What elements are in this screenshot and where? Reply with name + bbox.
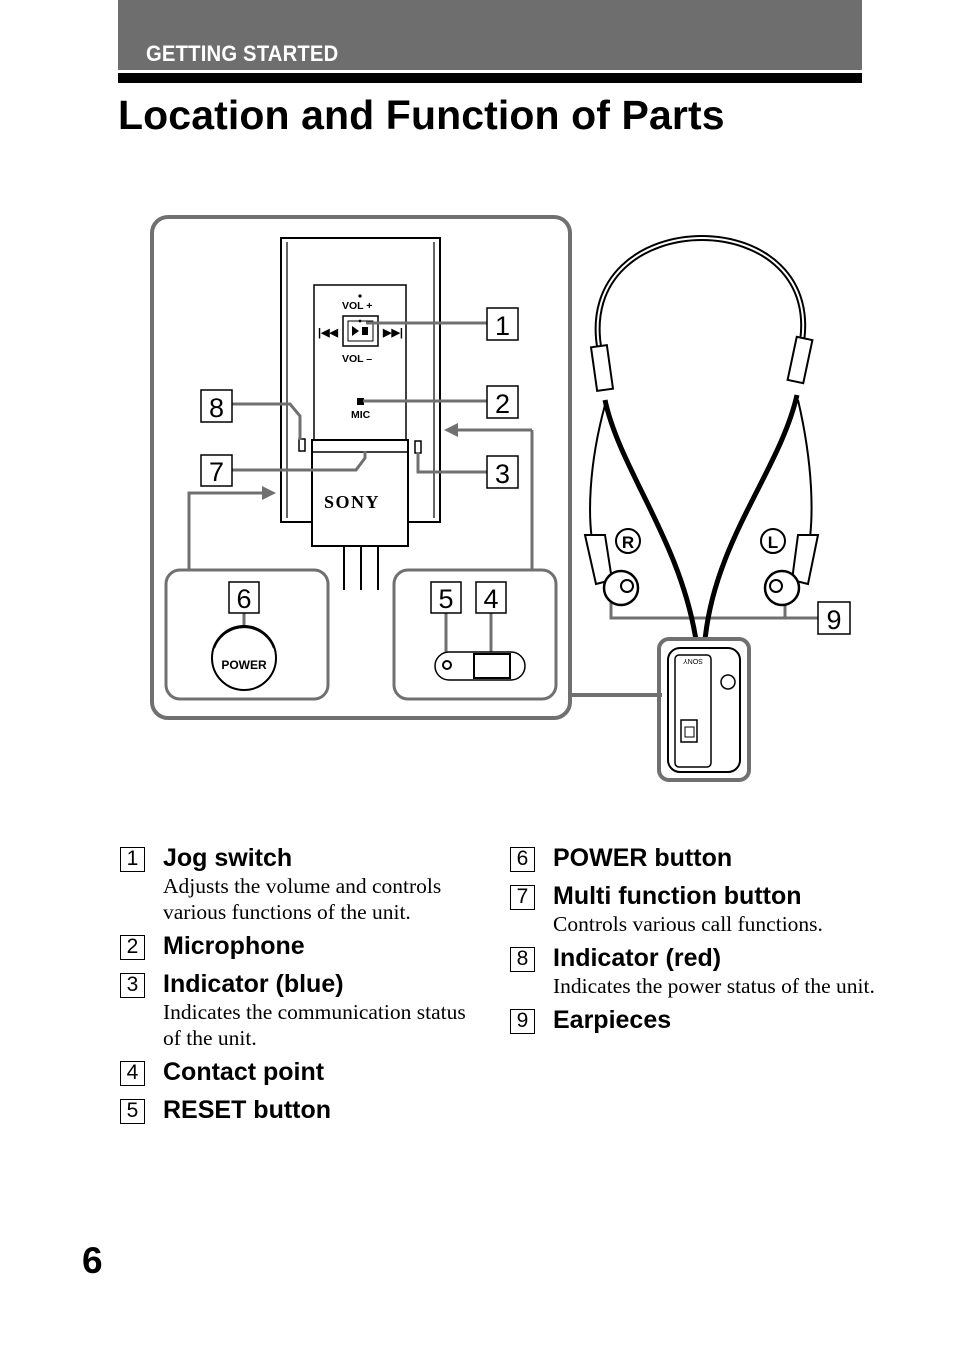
part-name: Indicator (blue) (163, 970, 344, 998)
parts-diagram: VOL + VOL – |◀◀ ▶▶| MIC SONY POWER (150, 215, 851, 782)
reset-hole (442, 660, 452, 670)
part-number: 3 (120, 973, 145, 998)
part-description: Adjusts the volume and controls various … (163, 874, 442, 924)
clip-detail-panel (657, 637, 751, 782)
vol-minus-label: VOL – (342, 353, 372, 365)
callout-5: 5 (430, 581, 462, 614)
part-item-microphone: 2 Microphone (120, 930, 470, 963)
svg-text:7: 7 (209, 457, 224, 487)
part-description: Indicates the communication status of th… (163, 1000, 466, 1050)
header-rule (118, 73, 862, 83)
part-item-reset-button: 5 RESET button (120, 1094, 470, 1127)
left-ear-label: L (768, 533, 778, 552)
part-name: Contact point (163, 1058, 325, 1086)
next-track-icon: ▶▶| (382, 327, 403, 339)
callout-8: 8 (200, 389, 233, 423)
right-ear-marker (615, 528, 641, 554)
sony-logo: SONY (324, 492, 380, 512)
callout-9: 9 (817, 601, 851, 635)
part-name: Jog switch (163, 844, 293, 872)
part-number: 7 (510, 885, 535, 910)
part-number: 4 (120, 1061, 145, 1086)
mic-label: MIC (351, 409, 371, 421)
microphone-hole (357, 398, 364, 405)
part-name: Earpieces (553, 1006, 672, 1034)
left-earpiece (763, 534, 820, 607)
part-number: 5 (120, 1099, 145, 1124)
part-item-indicator-blue: 3 Indicator (blue) Indicates the communi… (120, 968, 470, 1051)
part-name: Multi function button (553, 882, 802, 910)
device-detail-panel (150, 215, 572, 720)
contact-point (473, 653, 511, 679)
part-number: 9 (510, 1009, 535, 1034)
blue-indicator (414, 440, 422, 454)
part-number: 8 (510, 947, 535, 972)
cord-clip (667, 647, 741, 773)
parts-list-left: 1 Jog switch Adjusts the volume and cont… (120, 842, 470, 1132)
arrow-to-power (262, 486, 276, 500)
callout-3: 3 (486, 455, 519, 489)
parts-list-right: 6 POWER button 7 Multi function button C… (510, 842, 890, 1042)
part-number: 1 (120, 847, 145, 872)
part-name: Microphone (163, 932, 305, 960)
svg-text:3: 3 (495, 459, 510, 489)
part-description: Controls various call functions. (553, 912, 823, 936)
right-ear-label: R (622, 533, 634, 552)
clip-brand-label: SONY (683, 657, 703, 664)
callout-6: 6 (228, 581, 260, 614)
svg-text:9: 9 (826, 605, 841, 635)
vol-plus-label: VOL + (342, 300, 372, 312)
previous-track-icon: |◀◀ (318, 327, 339, 339)
jog-switch (342, 294, 379, 347)
red-indicator (298, 438, 306, 452)
part-item-jog-switch: 1 Jog switch Adjusts the volume and cont… (120, 842, 470, 925)
right-earpiece (583, 534, 640, 607)
callout-2: 2 (486, 385, 519, 419)
svg-text:8: 8 (209, 393, 224, 423)
part-item-power-button: 6 POWER button (510, 842, 890, 875)
callout-4: 4 (475, 581, 507, 614)
page-title: Location and Function of Parts (118, 92, 725, 138)
part-name: POWER button (553, 844, 733, 872)
page-number: 6 (82, 1240, 103, 1281)
svg-text:2: 2 (495, 389, 510, 419)
part-item-multi-function-button: 7 Multi function button Controls various… (510, 880, 890, 937)
headset-unit (280, 237, 441, 590)
svg-text:4: 4 (483, 584, 498, 614)
part-name: Indicator (red) (553, 944, 722, 972)
power-button (211, 625, 277, 691)
part-item-earpieces: 9 Earpieces (510, 1004, 890, 1037)
arrow-to-indicator (444, 423, 458, 437)
section-header-bar: GETTING STARTED (118, 0, 862, 70)
svg-text:6: 6 (236, 584, 251, 614)
power-detail-panel (164, 568, 330, 701)
svg-text:5: 5 (438, 584, 453, 614)
part-item-contact-point: 4 Contact point (120, 1056, 470, 1089)
part-number: 2 (120, 935, 145, 960)
part-number: 6 (510, 847, 535, 872)
svg-text:1: 1 (495, 311, 510, 341)
callout-1: 1 (486, 307, 519, 341)
section-label: GETTING STARTED (146, 41, 339, 66)
power-label: POWER (221, 658, 267, 672)
part-item-indicator-red: 8 Indicator (red) Indicates the power st… (510, 942, 890, 999)
part-description: Indicates the power status of the unit. (553, 974, 875, 998)
reset-detail-panel (392, 568, 558, 701)
left-ear-marker (760, 528, 786, 554)
part-name: RESET button (163, 1096, 332, 1124)
callout-7: 7 (200, 454, 233, 487)
